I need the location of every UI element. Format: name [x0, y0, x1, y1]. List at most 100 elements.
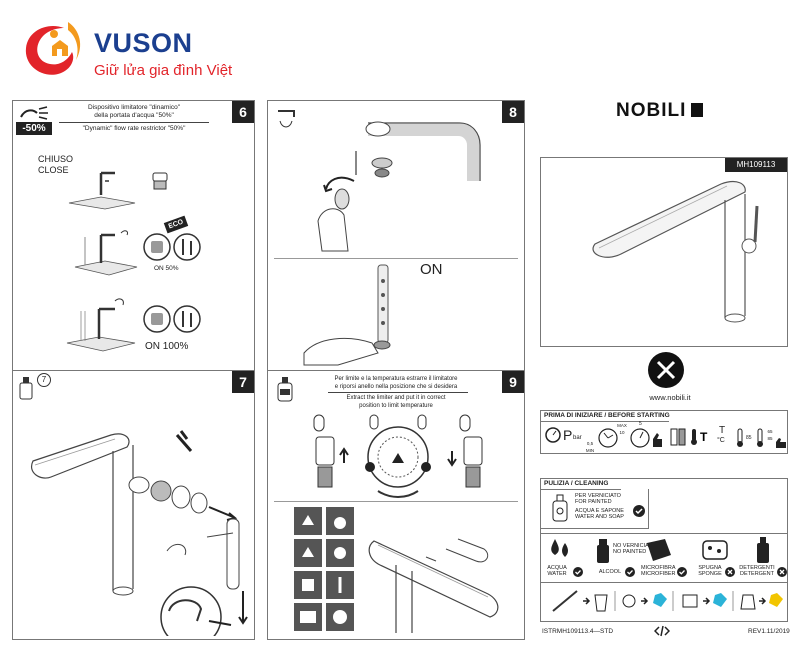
panel-divider	[274, 258, 518, 259]
svg-text:T: T	[700, 430, 708, 444]
celsius-label: °C	[717, 437, 725, 444]
step-9-text-it-1: Per limite e la temperatura estrarre il …	[334, 376, 458, 382]
before-starting-title-underline	[541, 421, 669, 422]
before-starting-box: PRIMA DI INIZIARE / BEFORE STARTING P ba…	[540, 410, 788, 454]
bar-label: bar	[573, 435, 582, 441]
thermometer-t-icon: T	[689, 427, 711, 447]
product-image-box: MH109113	[540, 157, 788, 347]
panel-divider-9	[274, 501, 518, 502]
cartridge-50-icon	[143, 233, 171, 261]
tools-icon	[648, 352, 684, 388]
microfiber-check-icon	[677, 567, 687, 577]
alcohol-spray-icon	[593, 537, 615, 565]
spout-cleaning-illustration	[366, 521, 516, 636]
step-6-text-it-2: della portata d'acqua "50%"	[94, 112, 174, 119]
microfiber-cloth-icon	[645, 537, 673, 563]
footer-code: ISTRMH109113.4—STD	[542, 628, 614, 635]
tool-set-icon	[667, 425, 689, 451]
cleaning-title: PULIZIA / CLEANING	[544, 480, 609, 487]
water-label-2: WATER	[547, 571, 567, 577]
no-painted-label-2: NO PAINTED	[613, 549, 647, 555]
no-painted-label-1: NO VERNICIATO	[613, 543, 656, 549]
step-9-text-en-1: Extract the limiter and put it in correc…	[346, 395, 446, 401]
limiter-insert-illustration	[298, 261, 478, 371]
aerator-closed-icon	[149, 169, 171, 193]
step-9-number: 9	[502, 371, 524, 393]
t6585-label: 65 85	[767, 429, 773, 441]
pressure-gauge-icon	[545, 427, 561, 443]
chiuso-label: CHIUSO	[38, 154, 74, 164]
painted-label-1: PER VERNICIATO	[575, 493, 621, 499]
water-drops-icon	[547, 537, 573, 561]
divider	[59, 122, 209, 123]
gauge-approved-icon	[629, 427, 663, 449]
pressure-p-label: P	[563, 427, 573, 443]
microfiber-label-1: MICROFIBRA	[641, 565, 676, 571]
spout-removal-illustration	[298, 111, 498, 261]
bottle-icon	[272, 375, 298, 405]
step-6-number: 6	[232, 101, 254, 123]
microfiber-label-2: MICROFIBER	[641, 571, 676, 577]
cleaning-icon-grid	[294, 507, 356, 635]
help-badge: 7	[37, 373, 51, 387]
detergent-bottle-icon	[755, 535, 771, 565]
cleaning-title-underline	[541, 489, 621, 490]
on-100-label: ON 100%	[145, 341, 189, 352]
cleaning-options-row	[541, 533, 787, 583]
temp-t-label: T	[719, 425, 726, 436]
painted-label-2: FOR PAINTED	[575, 499, 612, 505]
step-9-panel: 9 Per limite e la temperatura estrarre i…	[267, 370, 525, 640]
faucet-spout-icon	[272, 105, 300, 133]
before-starting-title: PRIMA DI INIZIARE / BEFORE STARTING	[544, 412, 670, 419]
water-label-1: ACQUA	[547, 565, 567, 571]
check-icon	[633, 505, 645, 517]
faucet-assembly-illustration	[21, 421, 251, 636]
eco-badge: ECO	[163, 215, 189, 234]
on-label: ON	[420, 261, 443, 278]
footer-revision: REV1.11/2019	[748, 628, 790, 635]
water-check-icon	[573, 567, 583, 577]
step-8-panel: 8 ON	[267, 100, 525, 372]
step-7-panel: 7 7	[12, 370, 255, 640]
website-link[interactable]: www.nobili.it	[649, 393, 691, 402]
cover-brand: NOBILI	[616, 100, 716, 126]
close-label: CLOSE	[38, 165, 69, 175]
cover-brand-text: NOBILI	[616, 100, 687, 121]
thermometer-85-icon	[735, 427, 745, 449]
sponge-icon	[701, 539, 729, 561]
alcohol-check-icon	[625, 567, 635, 577]
step-6-panel: 6 -50% Dispositivo limitatore "dinamico"…	[12, 100, 255, 372]
product-faucet-image	[581, 170, 761, 340]
detergent-label-2: DETERGENT	[740, 571, 774, 577]
step-8-number: 8	[502, 101, 524, 123]
spray-soap-icon	[549, 493, 571, 523]
spray-bottle-icon	[17, 375, 37, 401]
painted-cleaning-row	[541, 489, 649, 529]
on-50-label: ON 50%	[154, 265, 179, 272]
lever-50-icon	[173, 233, 201, 261]
step-6-text-it-1: Dispositivo limitatore "dinamico"	[87, 104, 181, 111]
sponge-label-2: SPONGE	[698, 571, 722, 577]
cartridge-100-icon	[143, 305, 171, 333]
step-9-text-en-2: position to limit temperature	[359, 403, 433, 409]
thumb-up-icon	[775, 437, 787, 449]
cleaning-box: PULIZIA / CLEANING PER VERNICIATO FOR PA…	[540, 478, 788, 622]
step-7-number: 7	[232, 371, 254, 393]
min-label: 0,5 MIN	[585, 441, 595, 453]
max-label: MAX 10	[617, 423, 627, 435]
model-number-badge: MH109113	[725, 158, 787, 172]
detergent-cross-icon	[777, 567, 787, 577]
step-6-text-en: "Dynamic" flow rate restrictor "50%"	[82, 125, 186, 132]
min-max-gauge-icon	[597, 427, 619, 449]
alcohol-label: ALCOOL	[598, 569, 622, 575]
temperature-limiter-illustration	[274, 411, 520, 501]
sponge-label-1: SPUGNA	[698, 565, 722, 571]
code-icon	[654, 624, 670, 638]
step-9-text-it-2: e riporsi anello nella posizione che si …	[334, 384, 458, 390]
soap-label-1: ACQUA E SAPONE	[575, 508, 624, 514]
soap-label-2: WATER AND SOAP	[575, 514, 624, 520]
flow-icon	[17, 105, 51, 121]
sponge-cross-icon	[725, 567, 735, 577]
thermometer-range-icon	[755, 427, 765, 449]
faucet-eco-illustration	[71, 225, 141, 281]
